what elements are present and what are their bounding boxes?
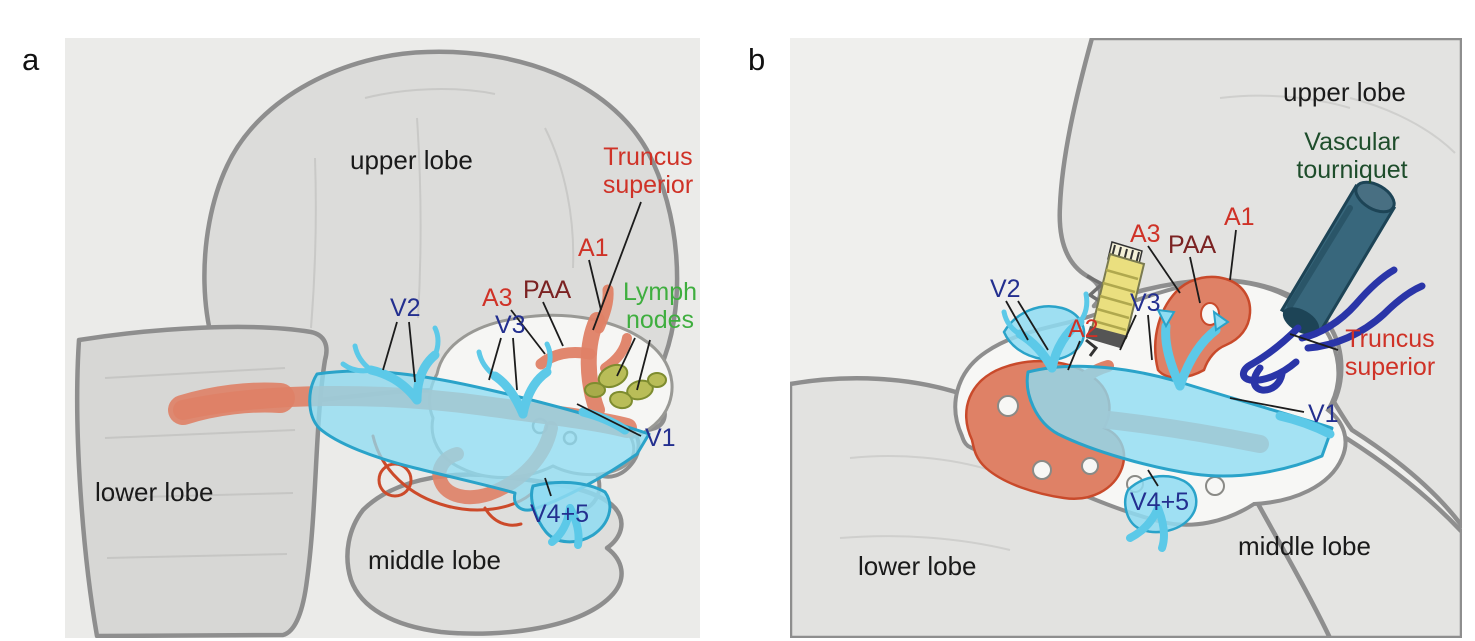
label-middle-lobe: middle lobe [368,545,501,575]
label-v1: V1 [1308,400,1339,428]
label-vascular-tourniquet: Vascular tourniquet [1296,128,1408,184]
label-truncus-superior: Truncus superior [1344,325,1436,381]
pulmonary-veins-shape [308,325,651,549]
label-a1: A1 [1224,203,1255,231]
label-v3: V3 [495,311,526,339]
leader-lines [1005,229,1339,487]
label-v1: V1 [645,424,676,452]
label-paa: PAA [1168,231,1217,259]
label-lymph-nodes: Lymph nodes [622,278,698,334]
panel-b: upper lobe lower lobe middle lobe Vascul… [790,38,1462,638]
stapler-shape [1085,241,1146,357]
panel-a-letter: a [22,42,40,77]
label-upper-lobe: upper lobe [1283,77,1406,107]
leader-lines [382,201,651,497]
label-a1: A1 [578,234,609,262]
label-upper-lobe: upper lobe [350,145,473,175]
label-a2: A2 [1068,315,1099,343]
panel-a: upper lobe lower lobe middle lobe Truncu… [65,38,700,638]
label-lower-lobe: lower lobe [858,551,977,581]
label-truncus-superior: Truncus superior [602,143,694,199]
pulmonary-veins-shape [1001,291,1335,552]
panel-b-letter: b [748,42,766,77]
label-v3: V3 [1130,289,1161,317]
label-a3: A3 [1130,220,1161,248]
label-a3: A3 [482,284,513,312]
vascular-tourniquet-shape [1240,180,1426,394]
label-v2: V2 [990,275,1021,303]
panel-b-illustration [790,38,1462,638]
label-paa: PAA [523,276,572,304]
panel-a-illustration [74,49,680,638]
label-middle-lobe: middle lobe [1238,531,1371,561]
label-v2: V2 [390,294,421,322]
label-v4-5: V4+5 [530,500,590,528]
label-v4-5: V4+5 [1130,488,1190,516]
label-lower-lobe: lower lobe [95,477,214,507]
